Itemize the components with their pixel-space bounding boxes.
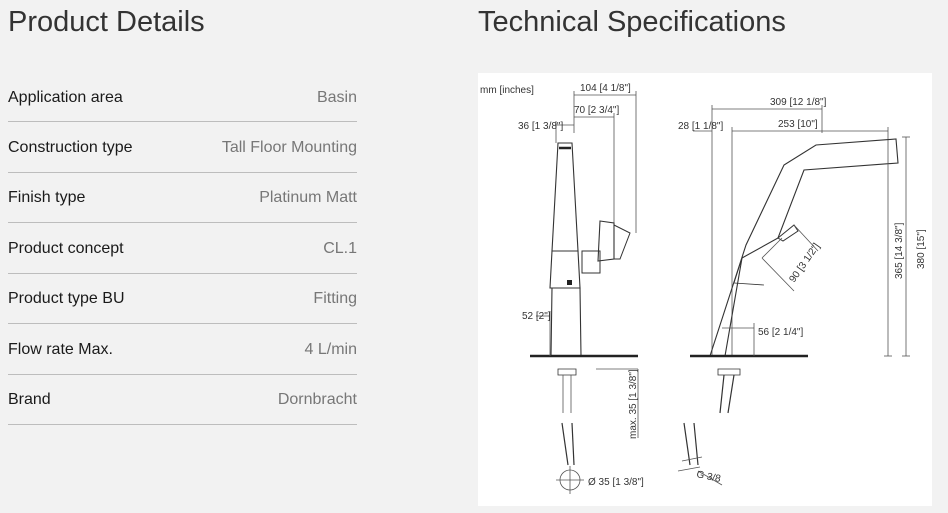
technical-drawing-svg: mm [inches] 104 [4 1/8"] 70 [2 3/4"] 36 … bbox=[480, 83, 927, 494]
dim-side-reach-total: 309 [12 1/8"] bbox=[770, 97, 827, 108]
detail-value: Fitting bbox=[313, 290, 357, 308]
detail-value: Tall Floor Mounting bbox=[221, 138, 357, 156]
detail-label: Application area bbox=[8, 89, 123, 106]
dim-side-reach: 253 [10"] bbox=[778, 119, 818, 130]
detail-row-construction-type: Construction type Tall Floor Mounting bbox=[8, 122, 357, 173]
units-note: mm [inches] bbox=[480, 85, 534, 96]
detail-value: 4 L/min bbox=[304, 340, 357, 358]
detail-label: Finish type bbox=[8, 189, 86, 207]
dim-front-spout: 36 [1 3/8"] bbox=[518, 121, 563, 132]
detail-row-product-type: Product type BU Fitting bbox=[8, 274, 357, 324]
dim-side-height-total: 380 [15"] bbox=[916, 229, 927, 269]
dim-front-hole: Ø 35 [1 3/8"] bbox=[588, 477, 644, 488]
detail-row-finish-type: Finish type Platinum Matt bbox=[8, 173, 357, 223]
dim-side-height: 365 [14 3/8"] bbox=[894, 222, 905, 279]
detail-label: Product type BU bbox=[8, 290, 125, 308]
technical-drawing: mm [inches] 104 [4 1/8"] 70 [2 3/4"] 36 … bbox=[478, 73, 932, 506]
dim-front-width-mid: 70 [2 3/4"] bbox=[574, 105, 619, 116]
detail-value: CL.1 bbox=[323, 239, 357, 257]
detail-row-brand: Brand Dornbracht bbox=[8, 375, 357, 425]
detail-value: Basin bbox=[316, 89, 357, 106]
detail-label: Construction type bbox=[8, 138, 133, 156]
dim-front-base: 52 [2"] bbox=[522, 311, 551, 322]
dim-side-thread: G 3/8 bbox=[695, 469, 722, 485]
detail-row-flow-rate: Flow rate Max. 4 L/min bbox=[8, 324, 357, 375]
detail-value: Dornbracht bbox=[277, 391, 357, 409]
detail-value: Platinum Matt bbox=[259, 189, 357, 207]
detail-row-application-area: Application area Basin bbox=[8, 73, 357, 122]
technical-specifications-heading: Technical Specifications bbox=[478, 6, 786, 38]
detail-row-product-concept: Product concept CL.1 bbox=[8, 223, 357, 274]
dim-side-left: 28 [1 1/8"] bbox=[678, 121, 723, 132]
dim-side-lever: 90 [3 1/2"] bbox=[787, 241, 822, 285]
dim-side-base: 56 [2 1/4"] bbox=[758, 327, 803, 338]
detail-label: Brand bbox=[8, 391, 51, 409]
product-details-heading: Product Details bbox=[8, 6, 205, 38]
dim-front-width-top: 104 [4 1/8"] bbox=[580, 83, 631, 94]
detail-label: Flow rate Max. bbox=[8, 340, 113, 358]
dim-front-max-depth: max. 35 [1 3/8"] bbox=[628, 369, 639, 439]
detail-label: Product concept bbox=[8, 239, 124, 257]
product-details-list: Application area Basin Construction type… bbox=[8, 73, 357, 425]
